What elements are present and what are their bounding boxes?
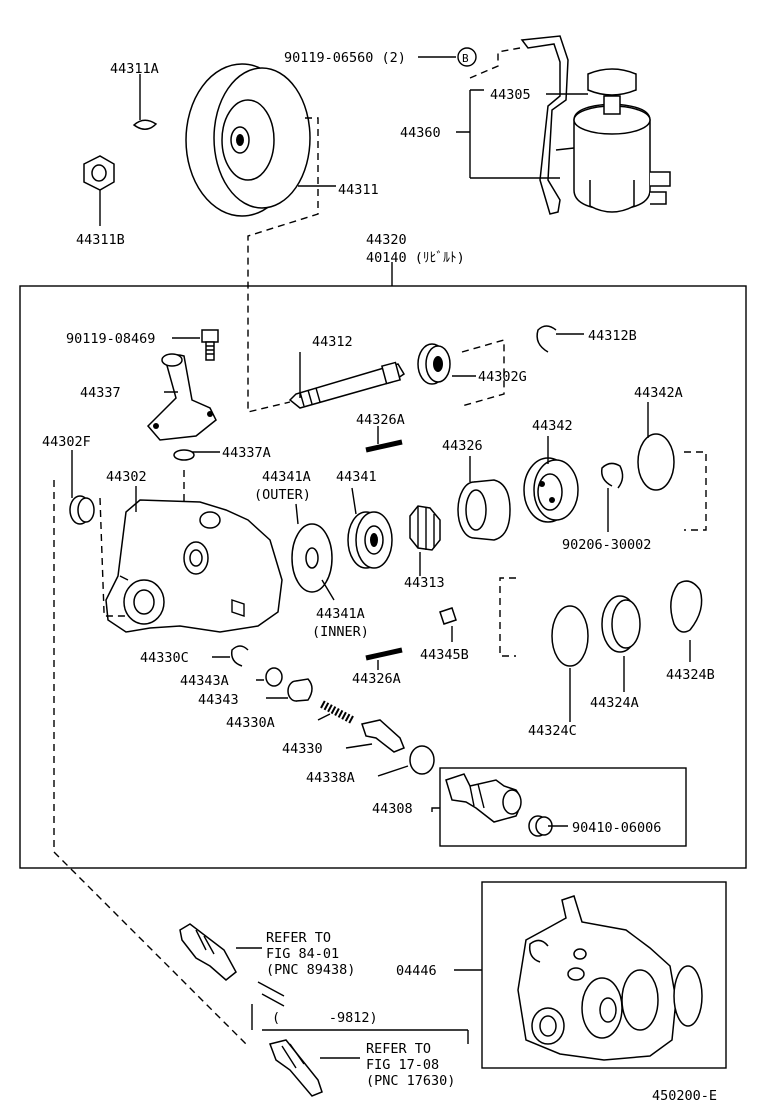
label-44324C: 44324C xyxy=(528,723,577,739)
refer2-line2: FIG 17-08 xyxy=(366,1057,439,1073)
label-40140: 40140 (ﾘﾋﾞﾙﾄ) xyxy=(366,250,465,266)
shaft-44312-drawing xyxy=(288,361,406,409)
rear-housing-44342-drawing xyxy=(523,457,579,523)
refer1-line1: REFER TO xyxy=(266,930,331,946)
refer1-line3: (PNC 89438) xyxy=(266,962,355,978)
kit-04446-box xyxy=(481,881,727,1069)
valve-44330-drawing xyxy=(361,719,405,753)
label-44313: 44313 xyxy=(404,575,445,591)
label-44312: 44312 xyxy=(312,334,353,350)
sub-assembly-44308-box xyxy=(439,767,687,847)
label-44312B: 44312B xyxy=(588,328,637,344)
label-90206-30002: 90206-30002 xyxy=(562,537,651,553)
oring-44324C xyxy=(551,605,589,667)
snap-ring-44324B xyxy=(670,580,703,633)
label-44308: 44308 xyxy=(372,801,413,817)
label-44311: 44311 xyxy=(338,182,379,198)
key-44311A-drawing xyxy=(132,119,158,130)
label-44337: 44337 xyxy=(80,385,121,401)
plug-90410-06006-drawing xyxy=(528,815,553,837)
label-44330C: 44330C xyxy=(140,650,189,666)
assembly-frame xyxy=(19,285,747,869)
label-44341A-outer: 44341A xyxy=(262,469,311,485)
reservoir-44360-drawing xyxy=(520,35,671,215)
circle-b-label: B xyxy=(462,52,469,65)
label-44305: 44305 xyxy=(490,87,531,103)
label-44311A: 44311A xyxy=(110,61,159,77)
label-44324A: 44324A xyxy=(590,695,639,711)
seal-44302F-drawing xyxy=(69,495,95,525)
label-inner: (INNER) xyxy=(312,624,369,640)
label-44330: 44330 xyxy=(282,741,323,757)
label-90119-06560: 90119-06560 (2) xyxy=(284,50,406,66)
date-range: ( -9812) xyxy=(272,1010,378,1026)
label-44342A: 44342A xyxy=(634,385,683,401)
label-44311B: 44311B xyxy=(76,232,125,248)
label-90410-06006: 90410-06006 xyxy=(572,820,661,836)
label-44360: 44360 xyxy=(400,125,441,141)
connector-44308-drawing xyxy=(445,773,522,823)
label-44338A: 44338A xyxy=(306,770,355,786)
bolt-90119-08469-drawing xyxy=(201,329,219,361)
gasket-44341A-drawing xyxy=(291,523,333,593)
label-44326A-bottom: 44326A xyxy=(352,671,401,687)
nut-44311B-drawing xyxy=(83,155,115,191)
label-44343: 44343 xyxy=(198,692,239,708)
label-outer: (OUTER) xyxy=(254,487,311,503)
label-44337A: 44337A xyxy=(222,445,271,461)
plug-44343-drawing xyxy=(287,678,313,702)
snap-ring-44312B xyxy=(536,325,557,353)
seal-44324A-drawing xyxy=(601,595,641,653)
oring-44337A xyxy=(173,449,195,461)
label-44320: 44320 xyxy=(366,232,407,248)
rotor-44313-drawing xyxy=(409,505,441,551)
label-90119-08469: 90119-08469 xyxy=(66,331,155,347)
label-44326A-top: 44326A xyxy=(356,412,405,428)
circle-b-marker xyxy=(457,47,477,67)
refer1-line2: FIG 84-01 xyxy=(266,946,339,962)
label-44341A-inner: 44341A xyxy=(316,606,365,622)
side-plate-44341-drawing xyxy=(347,511,393,569)
cam-ring-44326-drawing xyxy=(457,479,511,541)
label-44326: 44326 xyxy=(442,438,483,454)
label-44343A: 44343A xyxy=(180,673,229,689)
sensor-refer-84-01-drawing xyxy=(179,923,237,981)
refer2-line3: (PNC 17630) xyxy=(366,1073,455,1089)
label-44302F: 44302F xyxy=(42,434,91,450)
union-44337-drawing xyxy=(146,353,217,441)
drawing-number: 450200-E xyxy=(652,1088,717,1104)
label-44342: 44342 xyxy=(532,418,573,434)
bearing-44302G-drawing xyxy=(417,343,451,385)
label-44330A: 44330A xyxy=(226,715,275,731)
kit-04446-drawing xyxy=(517,895,703,1061)
label-44345B: 44345B xyxy=(420,647,469,663)
front-housing-44302-drawing xyxy=(105,499,283,633)
label-44324B: 44324B xyxy=(666,667,715,683)
label-04446: 04446 xyxy=(396,963,437,979)
label-44302G: 44302G xyxy=(478,369,527,385)
sensor-refer-17-08-drawing xyxy=(269,1039,323,1097)
label-44302: 44302 xyxy=(106,469,147,485)
label-44341: 44341 xyxy=(336,469,377,485)
pulley-44311-drawing xyxy=(185,63,311,217)
refer2-line1: REFER TO xyxy=(366,1041,431,1057)
